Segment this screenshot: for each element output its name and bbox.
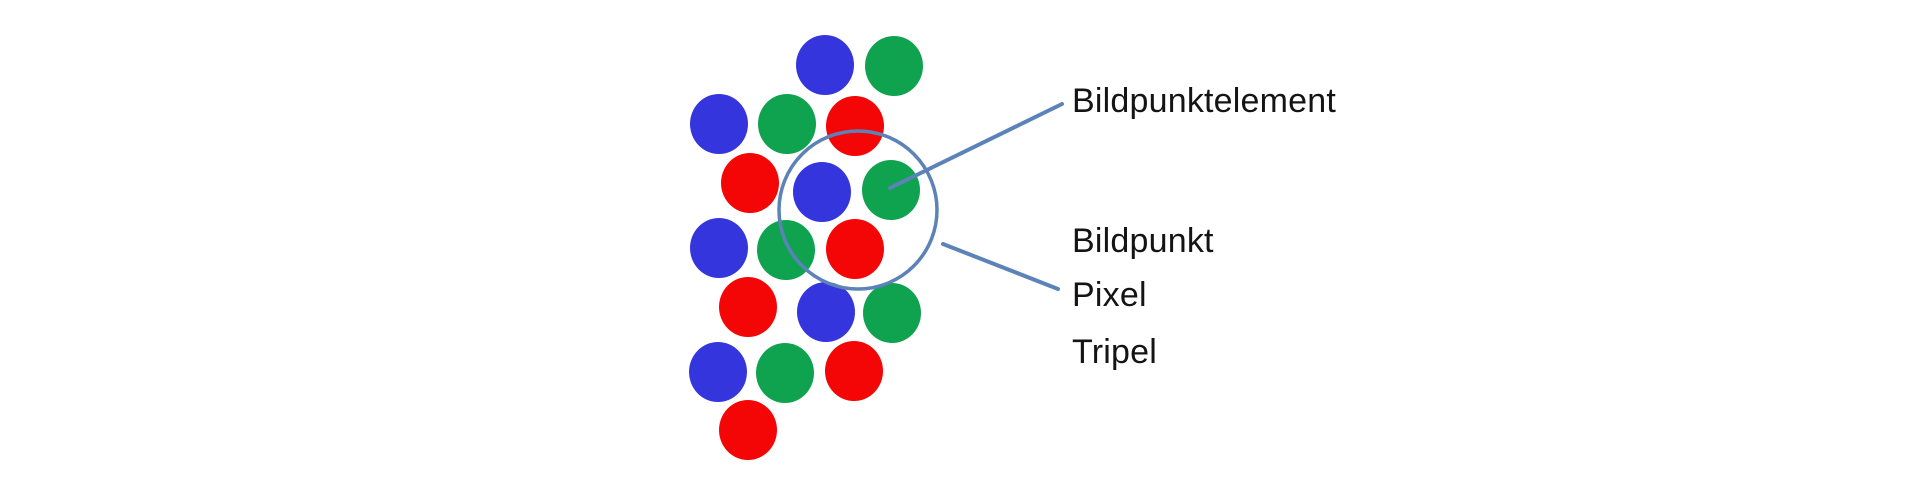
label-bildpunkt: Bildpunkt [1072, 222, 1214, 260]
red-subpixel-dot [719, 400, 777, 460]
label-tripel: Tripel [1072, 333, 1157, 371]
red-subpixel-dot [826, 219, 884, 279]
label-bildpunktelement: Bildpunktelement [1072, 82, 1337, 120]
blue-subpixel-dot [797, 282, 855, 342]
label-pixel: Pixel [1072, 276, 1147, 314]
red-subpixel-dot [826, 96, 884, 156]
leader-line-bildpunktelement [888, 102, 1064, 190]
red-subpixel-dot [721, 153, 779, 213]
green-subpixel-dot [865, 36, 923, 96]
blue-subpixel-dot [689, 342, 747, 402]
green-subpixel-dot [756, 343, 814, 403]
red-subpixel-dot [825, 341, 883, 401]
blue-subpixel-dot [690, 94, 748, 154]
green-subpixel-dot [862, 160, 920, 220]
green-subpixel-dot [863, 283, 921, 343]
blue-subpixel-dot [690, 218, 748, 278]
leader-line-pixel [941, 242, 1060, 291]
red-subpixel-dot [719, 277, 777, 337]
blue-subpixel-dot [793, 162, 851, 222]
blue-subpixel-dot [796, 35, 854, 95]
green-subpixel-dot [758, 94, 816, 154]
pixel-triple-ring [777, 129, 939, 291]
